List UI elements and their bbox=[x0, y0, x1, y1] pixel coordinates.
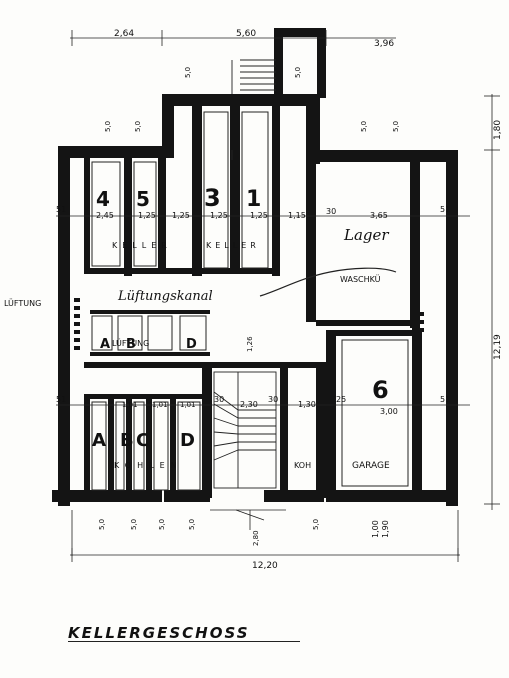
dim-top-right: 3,96 bbox=[374, 39, 394, 49]
dim-row-upper-125-c: 1,25 bbox=[210, 211, 228, 220]
dim-row-lower-101-b: 1,01 bbox=[152, 401, 168, 409]
unit-5: 5 bbox=[136, 187, 150, 211]
dim-row-lower-25: 25 bbox=[336, 395, 346, 404]
room-kohlen-small: KOH bbox=[294, 461, 311, 470]
unit-c-lower: C bbox=[136, 430, 149, 451]
title-underline bbox=[68, 641, 300, 642]
dim-right-total: 12,19 bbox=[493, 334, 503, 360]
dim-row-upper-30: 30 bbox=[326, 207, 336, 216]
room-lueftung-inner: LÜFTUNG bbox=[112, 338, 149, 348]
dim-row-upper-51-right: 51 bbox=[440, 205, 450, 214]
dim-right-upper: 1,80 bbox=[493, 120, 503, 140]
room-lueftungskanal: Lüftungskanal bbox=[117, 289, 213, 304]
dimension-lines bbox=[56, 30, 500, 562]
dim-window-9: 5,0 bbox=[158, 519, 166, 530]
unit-d-upper: D bbox=[186, 337, 197, 352]
dim-row-upper-125-b: 1,25 bbox=[172, 211, 190, 220]
dim-bottom-right-b: 1,90 bbox=[381, 520, 390, 538]
dim-window-11: 5,0 bbox=[312, 519, 320, 530]
dim-bottom-total: 12,20 bbox=[252, 561, 278, 571]
drawing-title: KELLERGESCHOSS bbox=[68, 624, 250, 642]
dim-row-lower-101-a: 1,01 bbox=[122, 401, 138, 409]
unit-b-upper: B bbox=[126, 337, 136, 352]
dim-top-left: 2,64 bbox=[114, 29, 134, 39]
dim-window-7: 5,0 bbox=[98, 519, 106, 530]
room-kohlen: KOHLEN bbox=[114, 461, 183, 470]
dim-window-10: 5,0 bbox=[188, 519, 196, 530]
unit-d-lower: D bbox=[180, 430, 195, 451]
unit-a-lower: A bbox=[92, 430, 106, 451]
room-keller-left: KELLER bbox=[112, 241, 172, 250]
dim-window-2: 5,0 bbox=[134, 121, 142, 132]
dim-row-upper-115: 1,15 bbox=[288, 211, 306, 220]
unit-a-upper: A bbox=[100, 337, 110, 352]
dim-row-lower-300: 3,00 bbox=[380, 407, 398, 416]
dim-row-upper-365: 3,65 bbox=[370, 211, 388, 220]
dim-row-lower-51-right: 51 bbox=[440, 395, 450, 404]
dim-window-6: 5,0 bbox=[392, 121, 400, 132]
room-keller-right: KELLER bbox=[206, 241, 260, 250]
dim-top-mid: 5,60 bbox=[236, 29, 256, 39]
dim-stair-label: 2,80 bbox=[252, 530, 260, 546]
dim-row-lower-101-c: 1,01 bbox=[180, 401, 196, 409]
ventilation-slots bbox=[74, 298, 424, 350]
dim-row-lower-51-left: 51 bbox=[56, 395, 66, 404]
room-lager: Lager bbox=[343, 226, 389, 244]
room-lueftung-label: LÜFTUNG bbox=[4, 298, 41, 308]
dim-window-8: 5,0 bbox=[130, 519, 138, 530]
unit-3: 3 bbox=[204, 184, 221, 212]
dim-row-lower-130: 1,30 bbox=[298, 400, 316, 409]
windows bbox=[91, 111, 409, 491]
room-garage: GARAGE bbox=[352, 461, 390, 471]
stairs bbox=[213, 59, 277, 489]
dim-row-lower-30-b: 30 bbox=[268, 395, 278, 404]
dim-window-1: 5,0 bbox=[104, 121, 112, 132]
unit-4: 4 bbox=[96, 187, 110, 211]
dim-row-upper-125-d: 1,25 bbox=[250, 211, 268, 220]
dim-stair-width: 1,26 bbox=[246, 336, 254, 352]
dim-row-upper-125-a: 1,25 bbox=[138, 211, 156, 220]
dim-window-3: 5,0 bbox=[184, 67, 192, 78]
dim-row-upper-51-left: 51 bbox=[56, 205, 66, 214]
dim-row-upper-245: 2,45 bbox=[96, 211, 114, 220]
unit-1: 1 bbox=[246, 187, 261, 212]
duct-arrow bbox=[259, 267, 397, 297]
dim-window-4: 5,0 bbox=[294, 67, 302, 78]
unit-b-lower: B bbox=[120, 430, 134, 451]
dim-row-lower-30-a: 30 bbox=[214, 395, 224, 404]
dim-row-lower-230: 2,30 bbox=[240, 400, 258, 409]
room-waschkue: WASCHKÜ bbox=[340, 274, 381, 284]
dim-window-5: 5,0 bbox=[360, 121, 368, 132]
unit-6: 6 bbox=[372, 376, 389, 404]
dim-bottom-right-a: 1,00 bbox=[371, 520, 380, 538]
